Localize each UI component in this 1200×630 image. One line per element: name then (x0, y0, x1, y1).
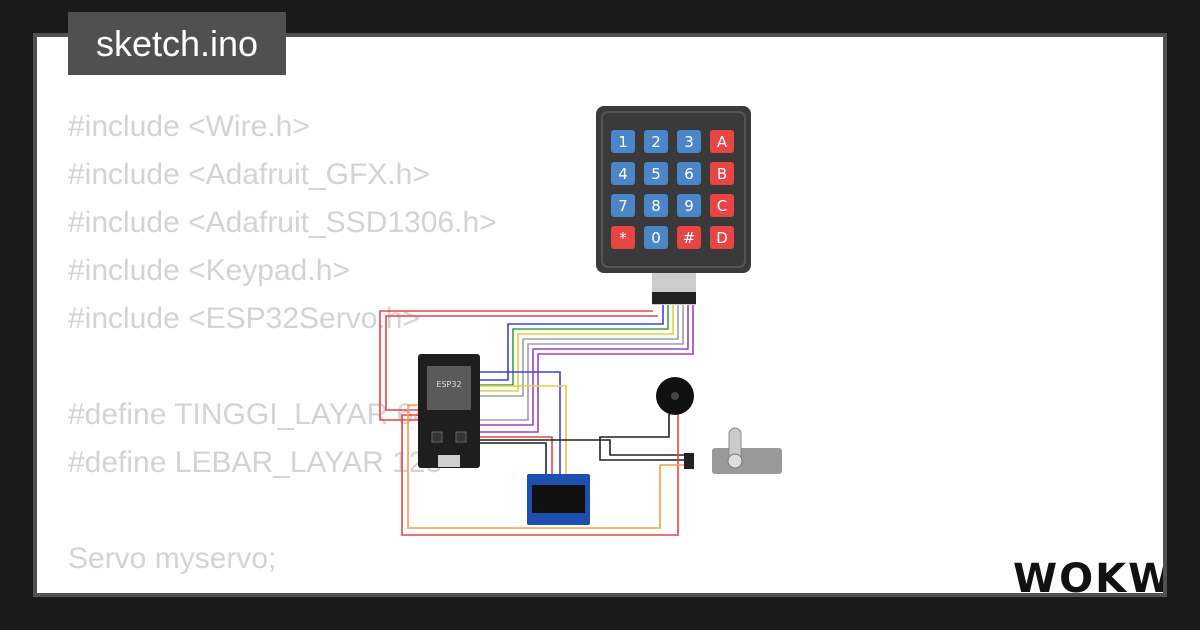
circuit-diagram: 1 2 3 A 4 5 6 B 7 8 9 C * 0 # D ESP32 (379, 106, 782, 536)
esp32-button[interactable] (431, 431, 443, 443)
code-line: #include <Wire.h> (68, 110, 310, 143)
wire-oled-yellow (475, 385, 567, 476)
servo-connector (684, 453, 694, 469)
keypad-key-label: 3 (684, 133, 694, 151)
usb-port (438, 455, 460, 467)
keypad-key[interactable] (611, 130, 635, 153)
wire-red-keypad (379, 310, 653, 421)
code-line: #include <Adafruit_SSD1306.h> (68, 206, 497, 239)
keypad-key-label: 8 (651, 197, 661, 215)
preview-card: #include <Wire.h> #include <Adafruit_GFX… (37, 37, 1163, 593)
wire-purple-2 (475, 305, 694, 433)
code-line: #include <Adafruit_GFX.h> (68, 158, 430, 191)
code-line: #include <Keypad.h> (68, 254, 350, 287)
keypad-key-label: 5 (651, 165, 661, 183)
wire-oled-blue (475, 371, 561, 476)
keypad-key-label: 9 (684, 197, 694, 215)
keypad-key[interactable] (644, 226, 668, 249)
keypad-key-label: * (619, 229, 627, 247)
wire-oled-red (475, 436, 553, 476)
keypad-key-label: 0 (651, 229, 661, 247)
keypad-key-label: C (717, 197, 727, 215)
buzzer-hole (671, 392, 679, 400)
esp32-module (427, 366, 471, 410)
keypad-key-label: 7 (618, 197, 628, 215)
oled-display (527, 474, 590, 525)
code-line: #include <ESP32Servo.h> (68, 302, 420, 335)
wire-servo-black (475, 439, 688, 456)
wire-purple (475, 305, 689, 426)
keypad-key-label: 1 (618, 133, 628, 151)
wire-yellow (475, 305, 674, 392)
oled-screen (532, 485, 585, 513)
keypad-key[interactable] (710, 130, 734, 153)
keypad-key[interactable] (644, 194, 668, 217)
keypad-key-label: 4 (618, 165, 628, 183)
keypad-key[interactable] (677, 226, 701, 249)
esp32-board: ESP32 (418, 354, 480, 468)
keypad-key[interactable] (677, 162, 701, 185)
wire-gray-2 (475, 305, 684, 421)
keypad-key[interactable] (611, 226, 635, 249)
servo-shaft (727, 453, 743, 469)
wokwi-logo: WOKWi (1013, 556, 1163, 593)
wire-blue (475, 305, 664, 381)
keypad-key-label: A (717, 133, 728, 151)
esp32-button[interactable] (455, 431, 467, 443)
esp32-chip-label: ESP32 (436, 380, 461, 389)
code-line: Servo myservo; (68, 542, 277, 575)
keypad-key-label: 2 (651, 133, 661, 151)
wire-gray (475, 305, 679, 397)
keypad-key[interactable] (710, 162, 734, 185)
wire-servo-orange (407, 404, 688, 529)
code-editor[interactable]: #include <Wire.h> #include <Adafruit_GFX… (68, 103, 497, 593)
wires (379, 305, 694, 536)
keypad-key[interactable] (677, 130, 701, 153)
keypad-key[interactable] (611, 162, 635, 185)
keypad-key-label: 6 (684, 165, 694, 183)
keypad-key-label: B (717, 165, 727, 183)
keypad-key[interactable] (644, 130, 668, 153)
file-tab[interactable]: sketch.ino (68, 12, 286, 75)
keypad-key[interactable] (677, 194, 701, 217)
keypad-key-label: D (716, 229, 728, 247)
code-line: const byte ROWS = 4; (68, 583, 497, 593)
wire-buzzer-black (599, 414, 688, 461)
keypad-key-label: # (683, 229, 696, 247)
keypad-key[interactable] (611, 194, 635, 217)
wire-green (475, 305, 669, 386)
keypad-key[interactable] (644, 162, 668, 185)
buzzer (656, 377, 694, 415)
keypad-key[interactable] (710, 194, 734, 217)
servo-body (712, 448, 782, 474)
keypad-connector (652, 292, 696, 304)
servo-motor (684, 427, 782, 474)
keypad-keys[interactable]: 1 2 3 A 4 5 6 B 7 8 9 C * 0 # D (611, 130, 734, 249)
code-line: #define TINGGI_LAYAR 64 (68, 398, 430, 431)
wire-red-2 (385, 315, 658, 411)
keypad-4x4: 1 2 3 A 4 5 6 B 7 8 9 C * 0 # D (596, 106, 751, 305)
wire-oled-black (475, 442, 547, 476)
keypad-bezel (601, 111, 746, 268)
keypad-key[interactable] (710, 226, 734, 249)
